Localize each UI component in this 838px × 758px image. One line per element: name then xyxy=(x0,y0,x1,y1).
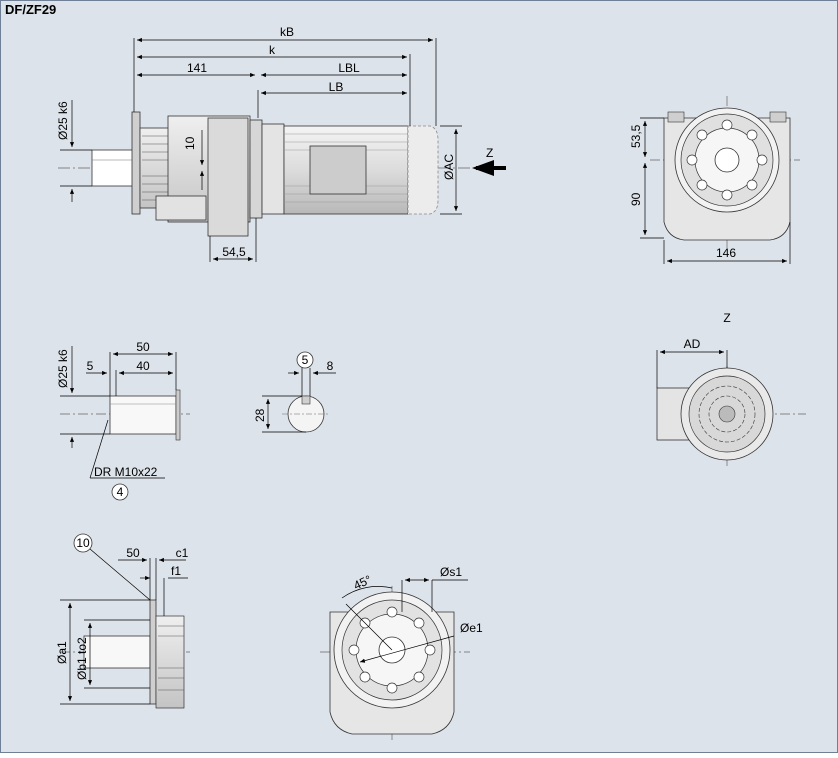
z-view: Z AD xyxy=(656,311,806,466)
ref-marker-10: 10 xyxy=(76,536,90,550)
flange-front-detail: 45° Øs1 Øe1 xyxy=(320,565,483,740)
keyway-detail: 5 8 28 xyxy=(253,351,336,433)
dim-146: 146 xyxy=(716,246,736,260)
dim-LB: LB xyxy=(329,80,344,94)
flange xyxy=(131,111,141,215)
shaft-body-flange xyxy=(83,635,151,669)
fan-cover xyxy=(407,125,439,215)
output-shaft xyxy=(91,149,135,187)
dim-5: 5 xyxy=(87,359,94,373)
ref-marker-4: 4 xyxy=(117,485,124,499)
dim-8: 8 xyxy=(327,359,334,373)
dim-141: 141 xyxy=(187,61,207,75)
dim-54-5: 54,5 xyxy=(222,245,246,259)
dim-40: 40 xyxy=(136,359,150,373)
shaft-body xyxy=(109,395,177,435)
dim-c1: c1 xyxy=(176,546,189,560)
dim-shaft-dia: Ø25 k6 xyxy=(56,101,70,140)
dim-k: k xyxy=(269,43,276,57)
gear-housing-front xyxy=(139,127,171,209)
view-Z-marker: Z xyxy=(486,146,493,160)
dim-kB: kB xyxy=(280,25,294,39)
dim-LBL: LBL xyxy=(338,61,360,75)
dim-50-flange: 50 xyxy=(126,546,140,560)
ref-marker-5: 5 xyxy=(302,353,309,367)
dim-90: 90 xyxy=(629,192,643,206)
dim-a1: Øa1 xyxy=(55,641,69,664)
shaft-detail: Ø25 k6 50 5 40 DR M10x22 4 xyxy=(56,340,190,501)
dim-f1: f1 xyxy=(171,564,181,578)
drawing-title: DF/ZF29 xyxy=(5,2,57,17)
dim-b1: Øb1 to2 xyxy=(75,637,89,680)
thread-label: DR M10x22 xyxy=(94,465,158,479)
dim-53-5: 53,5 xyxy=(629,124,643,148)
flange-side-detail: 10 50 c1 f1 Øa1 Øb1 t xyxy=(55,533,190,709)
dim-e1: Øe1 xyxy=(460,621,483,635)
dim-s1: Øs1 xyxy=(440,565,462,579)
z-view-title: Z xyxy=(723,311,730,325)
side-view: kB k 141 LBL LB Ø25 k6 10 54,5 ØAC Z xyxy=(56,25,506,262)
dim-AD: AD xyxy=(684,337,701,351)
dim-10: 10 xyxy=(183,136,197,150)
dim-AC: ØAC xyxy=(442,154,456,180)
dim-50: 50 xyxy=(136,340,150,354)
terminal-box xyxy=(309,145,367,195)
dim-shaft-dia-2: Ø25 k6 xyxy=(56,349,70,388)
front-view: 53,5 90 146 xyxy=(629,96,800,264)
flange-plate xyxy=(149,599,157,705)
dim-28: 28 xyxy=(253,408,267,422)
